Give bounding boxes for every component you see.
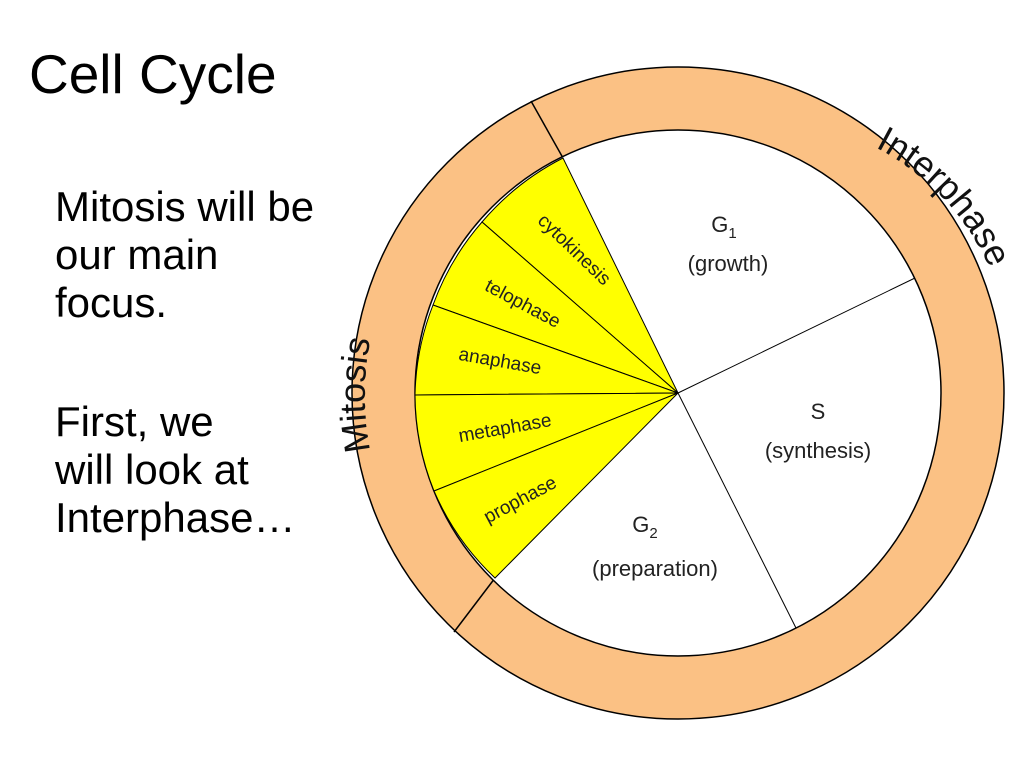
body-paragraph-1: Mitosis will be our main focus. [55,183,385,327]
ring-divider-top [530,100,564,159]
mitosis-ring-label: Mitosis [332,334,378,456]
body-line: Interphase… [55,494,296,541]
body-line: First, we [55,398,214,445]
ring-divider-bottom [453,577,496,633]
g1-caption: (growth) [688,251,769,276]
slide-title: Cell Cycle [29,43,277,105]
body-paragraph-2: First, we will look at Interphase… [55,398,385,542]
body-line: our main [55,231,219,278]
mitosis-ring-text: Mitosis [332,334,378,456]
body-line: will look at [55,446,249,493]
g2-caption: (preparation) [592,556,718,581]
divider-s-g2 [677,392,797,629]
divider-g1-s [677,277,916,394]
wedge-prophase [433,392,679,579]
s-label: S [811,399,826,424]
g1-label: G1 [711,212,736,242]
body-line: focus. [55,279,168,326]
g2-label: G2 [632,512,657,542]
s-caption: (synthesis) [765,438,871,463]
body-line: Mitosis will be [55,183,315,230]
